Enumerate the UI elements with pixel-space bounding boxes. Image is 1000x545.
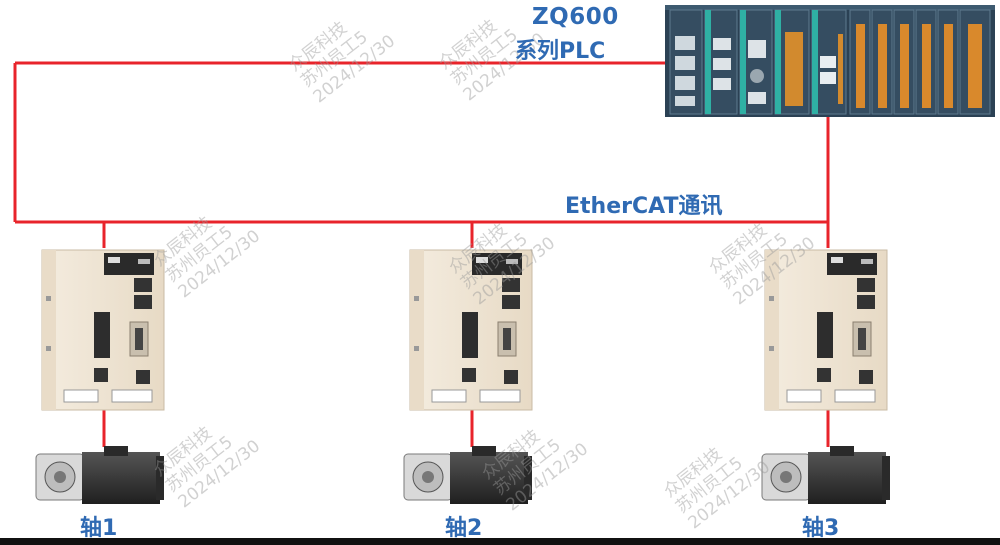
plc-module-io-1 [774, 9, 810, 115]
plc-title-series: 系列PLC [515, 39, 606, 64]
servo-motor-3 [761, 445, 891, 505]
servo-drive-2 [409, 249, 533, 411]
plc-title-model: ZQ600 [532, 4, 619, 30]
plc-io-modules [849, 9, 991, 115]
axis-label-3: 轴3 [802, 516, 840, 541]
plc-module-ethercat [811, 9, 847, 115]
plc-module-comm-1 [704, 9, 738, 115]
plc-rack [665, 5, 995, 117]
servo-motor-2 [403, 445, 533, 505]
axis-label-1: 轴1 [80, 516, 118, 541]
servo-motor-1 [35, 445, 165, 505]
plc-module-comm-2 [739, 9, 773, 115]
axis-label-2: 轴2 [445, 516, 483, 541]
plc-module-cpu [669, 9, 703, 115]
servo-drive-3 [764, 249, 888, 411]
servo-drive-1 [41, 249, 165, 411]
ethercat-label: EtherCAT通讯 [565, 194, 723, 219]
bottom-border [0, 538, 1000, 545]
